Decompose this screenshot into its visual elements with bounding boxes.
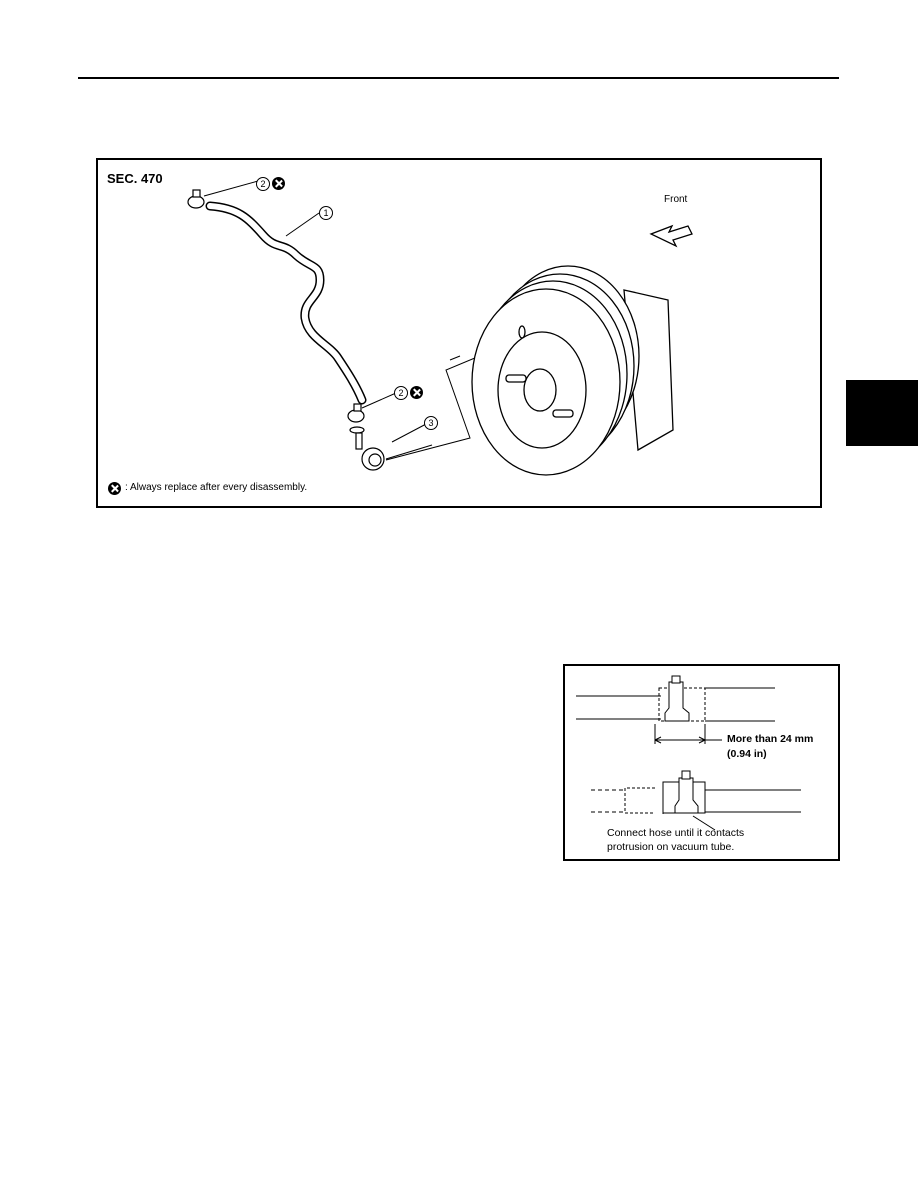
callout-2-top: 2 (256, 177, 270, 191)
connection-drawing (576, 675, 801, 831)
circled-x-icon (108, 482, 121, 495)
dimension-line1: More than 24 mm (727, 733, 814, 745)
connection-note: Connect hose until it contacts protrusio… (607, 826, 744, 854)
circled-x-icon (410, 386, 423, 399)
note-line1: Connect hose until it contacts (607, 827, 745, 839)
front-arrow-icon (649, 224, 693, 248)
callout-2-lower: 2 (394, 386, 408, 400)
front-label: Front (664, 194, 688, 205)
brake-booster (471, 265, 674, 476)
section-index-tab (846, 380, 918, 446)
hose-clamp-top (187, 189, 205, 209)
figure-drawing (187, 180, 693, 476)
note-line2: protrusion on vacuum tube. (607, 841, 735, 853)
circled-x-icon (272, 177, 285, 190)
brake-booster-vacuum-hose-figure: SEC. 470 Front 2 1 2 3 : Always replace … (96, 158, 822, 508)
dimension-label: More than 24 mm (0.94 in) (727, 732, 813, 762)
check-valve (349, 426, 385, 471)
hose-connection-figure: More than 24 mm (0.94 in) Connect hose u… (563, 664, 840, 861)
callout-3: 3 (424, 416, 438, 430)
callout-1: 1 (319, 206, 333, 220)
vacuum-hose (205, 201, 367, 405)
header-rule (78, 77, 839, 79)
legend-text: : Always replace after every disassembly… (125, 482, 308, 493)
hose-clamp-lower (347, 403, 365, 423)
section-label: SEC. 470 (107, 171, 163, 186)
dimension-line2: (0.94 in) (727, 748, 767, 760)
